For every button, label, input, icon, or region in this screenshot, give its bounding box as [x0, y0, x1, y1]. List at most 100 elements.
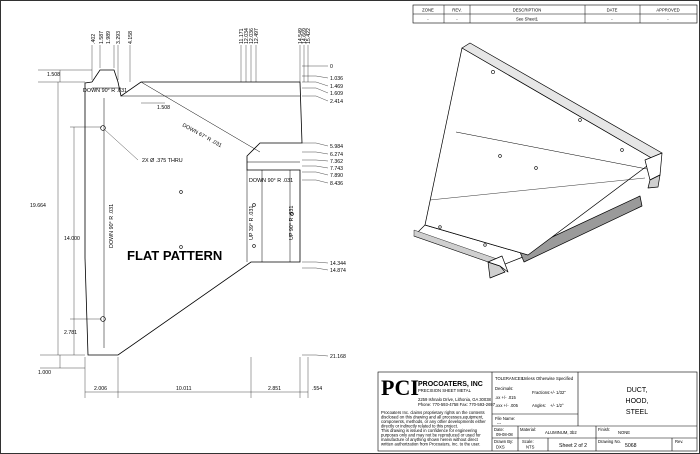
holes — [100, 125, 294, 322]
bend-lines — [92, 81, 300, 348]
dim-top-right: 12.034 — [244, 28, 250, 44]
dim-left: 2.781 — [64, 330, 77, 336]
disclaimer-line: manufacture of anything shown herein wit… — [381, 437, 479, 442]
hole-circle — [179, 245, 183, 249]
angles-label: Angles: — [532, 403, 546, 408]
dim-right: 1.469 — [330, 84, 343, 90]
rev-header-rev: REV. — [452, 8, 461, 13]
hole-circle — [100, 125, 106, 131]
date-value: 09-08-08 — [496, 432, 513, 437]
iso-hole — [483, 243, 487, 247]
file-name-label: File Name: — [495, 416, 515, 421]
dim-right: 6.274 — [330, 152, 343, 158]
hole-note: 2X Ø .375 THRU — [142, 158, 183, 164]
dim-right: 7.890 — [330, 173, 343, 179]
dim-right: 2.414 — [330, 99, 343, 105]
tolerances-label: TOLERANCES: — [495, 376, 524, 381]
company-logo: PCI — [381, 375, 419, 400]
dim-right: 1.609 — [330, 91, 343, 97]
material-label: Material: — [520, 427, 536, 432]
iso-hole — [534, 166, 538, 170]
rev-label: Rev. — [675, 439, 683, 444]
dim-bottom: 2.006 — [94, 386, 107, 392]
dim-top: 3.293 — [116, 31, 122, 44]
title-block-fields: Date: 09-08-08 Drawn By: DXS Material: A… — [494, 427, 683, 450]
dim-top-right: 14.669 — [302, 28, 308, 44]
rev-cell-description: See Sheet1 — [516, 17, 539, 22]
company-address: 2259 Ishnalo Drive, Lithonia, GA 30038 — [418, 397, 492, 402]
tolerances-note: Unless Otherwise Specified — [522, 376, 574, 381]
iso-hole — [578, 118, 582, 122]
bend-note-down-right: DOWN 90° R .031 — [249, 178, 293, 184]
dim-top: 1.587 — [99, 31, 105, 44]
iso-hole — [491, 70, 495, 74]
dim-top: 1.989 — [106, 31, 112, 44]
disclaimer-line: This drawing is issued in confidence for… — [381, 428, 478, 433]
drawing-title: DUCT, HOOD, STEEL — [626, 387, 649, 416]
bend-notes: DOWN 90° R .031 DOWN 67° R .031 DOWN 90°… — [83, 88, 295, 248]
isometric-view — [413, 42, 663, 279]
dim-inner: 1.508 — [157, 105, 170, 111]
dim-left: 14.000 — [64, 236, 80, 242]
iso-hole — [498, 154, 502, 158]
dim-right: 14.874 — [330, 268, 346, 274]
bend-note-up-39: UP 39° R .031 — [249, 206, 255, 240]
disclaimer-line: written authorization from Procoaters, I… — [381, 442, 480, 447]
title-block — [377, 371, 698, 452]
scale-label: Scale: — [522, 439, 534, 444]
disclaimer-line: purposes only and may not be reproduced … — [381, 433, 481, 438]
dim-top-right: 14.549 — [298, 28, 304, 44]
dim-right: 0 — [330, 64, 333, 70]
drawn-label: Drawn By: — [494, 439, 513, 444]
dim-bottom: .554 — [312, 386, 322, 392]
decimal-tol-2: .xxx +/- .005 — [495, 403, 519, 408]
dim-top-right: 15.422 — [306, 28, 312, 44]
material-value: ALUMINUM, 3b2 — [545, 430, 577, 435]
iso-hole — [438, 225, 442, 229]
title-line: HOOD, — [626, 398, 649, 405]
dim-left: 1.000 — [38, 370, 51, 376]
sheet-number: Sheet 2 of 2 — [559, 443, 587, 449]
dim-right: 8.436 — [330, 181, 343, 187]
drawing-no-value: 5068 — [625, 443, 637, 449]
title-line: DUCT, — [627, 387, 648, 394]
dim-left: 1.508 — [47, 72, 60, 78]
dim-right: 14.344 — [330, 261, 346, 267]
angles-value: +/- 1/2° — [550, 403, 564, 408]
rev-header-zone: ZONE — [422, 8, 434, 13]
dimension-text: .402 1.587 1.989 3.293 4.158 11.171 12.0… — [30, 28, 346, 392]
company-subtitle: PRECISION SHEET METAL — [418, 388, 472, 393]
rev-cell-approved: - — [667, 17, 669, 22]
flat-pattern-label: FLAT PATTERN — [127, 248, 222, 263]
dim-bottom: 2.851 — [268, 386, 281, 392]
dim-right: 1.036 — [330, 76, 343, 82]
dim-top-right: 12.036 — [249, 28, 255, 44]
flat-pattern-outline — [84, 69, 303, 356]
dim-right: 5.984 — [330, 144, 343, 150]
hole-circle — [252, 244, 256, 248]
company-phone: Phone: 770-593-4758 Fax: 770-593-2697 — [418, 402, 496, 407]
file-name-value: --- — [497, 421, 502, 426]
rev-cell-zone: - — [427, 17, 429, 22]
dim-top-right: 12.497 — [254, 28, 260, 44]
dim-top-right: 11.171 — [239, 28, 245, 44]
finish-label: Finish: — [598, 427, 610, 432]
revision-table: ZONE REV. DESCRIPTION DATE APPROVED - - … — [412, 4, 698, 24]
dim-right: 7.362 — [330, 159, 343, 165]
rev-header-approved: APPROVED — [656, 8, 679, 13]
drawn-value: DXS — [496, 445, 505, 450]
hole-circle — [179, 190, 183, 194]
rev-cell-rev: - — [456, 17, 458, 22]
fractions-label: Fractions: — [532, 390, 550, 395]
dimension-lines — [38, 45, 329, 398]
scale-value: NTS — [526, 445, 535, 450]
company-name: PROCOATERS, INC — [418, 381, 483, 388]
tolerances: TOLERANCES: Unless Otherwise Specified D… — [495, 376, 574, 426]
finish-value: NONE — [618, 430, 630, 435]
title-line: STEEL — [626, 409, 648, 416]
disclaimer-line: directly or indirectly related to this p… — [381, 424, 458, 429]
dim-left: 19.664 — [30, 203, 46, 209]
drawing-no-label: Drawing No. — [598, 439, 621, 444]
decimal-tol-1: .xx +/- .015 — [495, 395, 517, 400]
